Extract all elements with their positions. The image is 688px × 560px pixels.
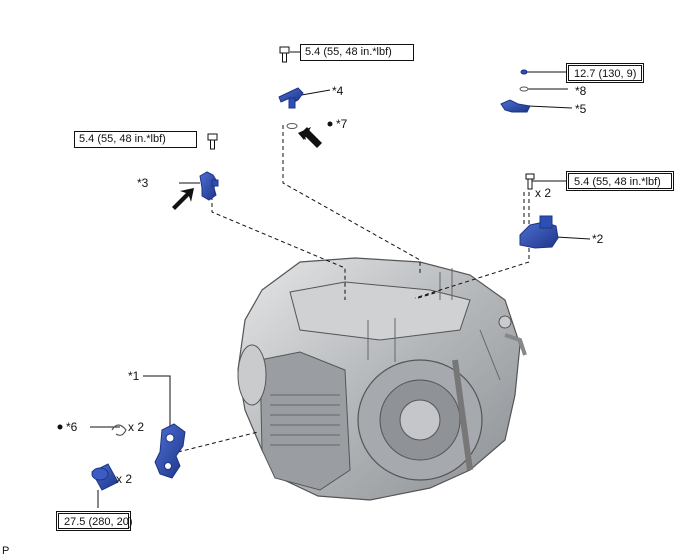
dot-icon-7: [327, 121, 333, 127]
callout-5: *5: [575, 102, 587, 116]
torque-box-2: 5.4 (55, 48 in.*lbf): [566, 171, 674, 191]
sensor-3-icon: [199, 171, 219, 201]
installation-lines: [177, 125, 530, 453]
o-ring-8-icon: [519, 86, 529, 92]
arrow-icon-7: [298, 127, 322, 148]
callout-1: *1: [128, 369, 140, 383]
torque-box-3: 5.4 (55, 48 in.*lbf): [74, 131, 197, 148]
part-1-icon: [154, 423, 186, 479]
callout-7: *7: [336, 117, 348, 131]
sensor-2-icon: [519, 215, 559, 249]
bolt-icon-2: [525, 173, 535, 190]
o-ring-7-icon: [286, 123, 298, 129]
sensor-4-icon: [278, 87, 304, 109]
torque-box-8: 12.7 (130, 9): [566, 63, 644, 83]
callout-8: *8: [575, 84, 587, 98]
torque-box-4: 5.4 (55, 48 in.*lbf): [300, 44, 414, 61]
quantity-2: x 2: [535, 186, 552, 200]
callout-3: *3: [137, 176, 149, 190]
part-5-icon: [500, 99, 531, 113]
quantity-1: x 2: [116, 472, 133, 486]
bolt-icon-3: [207, 133, 218, 150]
o-ring-6-icon: [111, 424, 127, 436]
callout-6: *6: [66, 420, 78, 434]
torque-box-1: 27.5 (280, 20): [56, 511, 133, 531]
bolt-icon-8: [520, 69, 528, 75]
figure-id: P: [2, 545, 10, 557]
transaxle-housing: [237, 257, 527, 501]
arrow-icon-3: [172, 188, 194, 210]
quantity-6: x 2: [128, 420, 145, 434]
large-bolt-icon: [91, 463, 119, 491]
dot-icon-6: [57, 424, 63, 430]
callout-4: *4: [332, 84, 344, 98]
callout-2: *2: [592, 232, 604, 246]
bolt-icon-4: [279, 46, 290, 63]
